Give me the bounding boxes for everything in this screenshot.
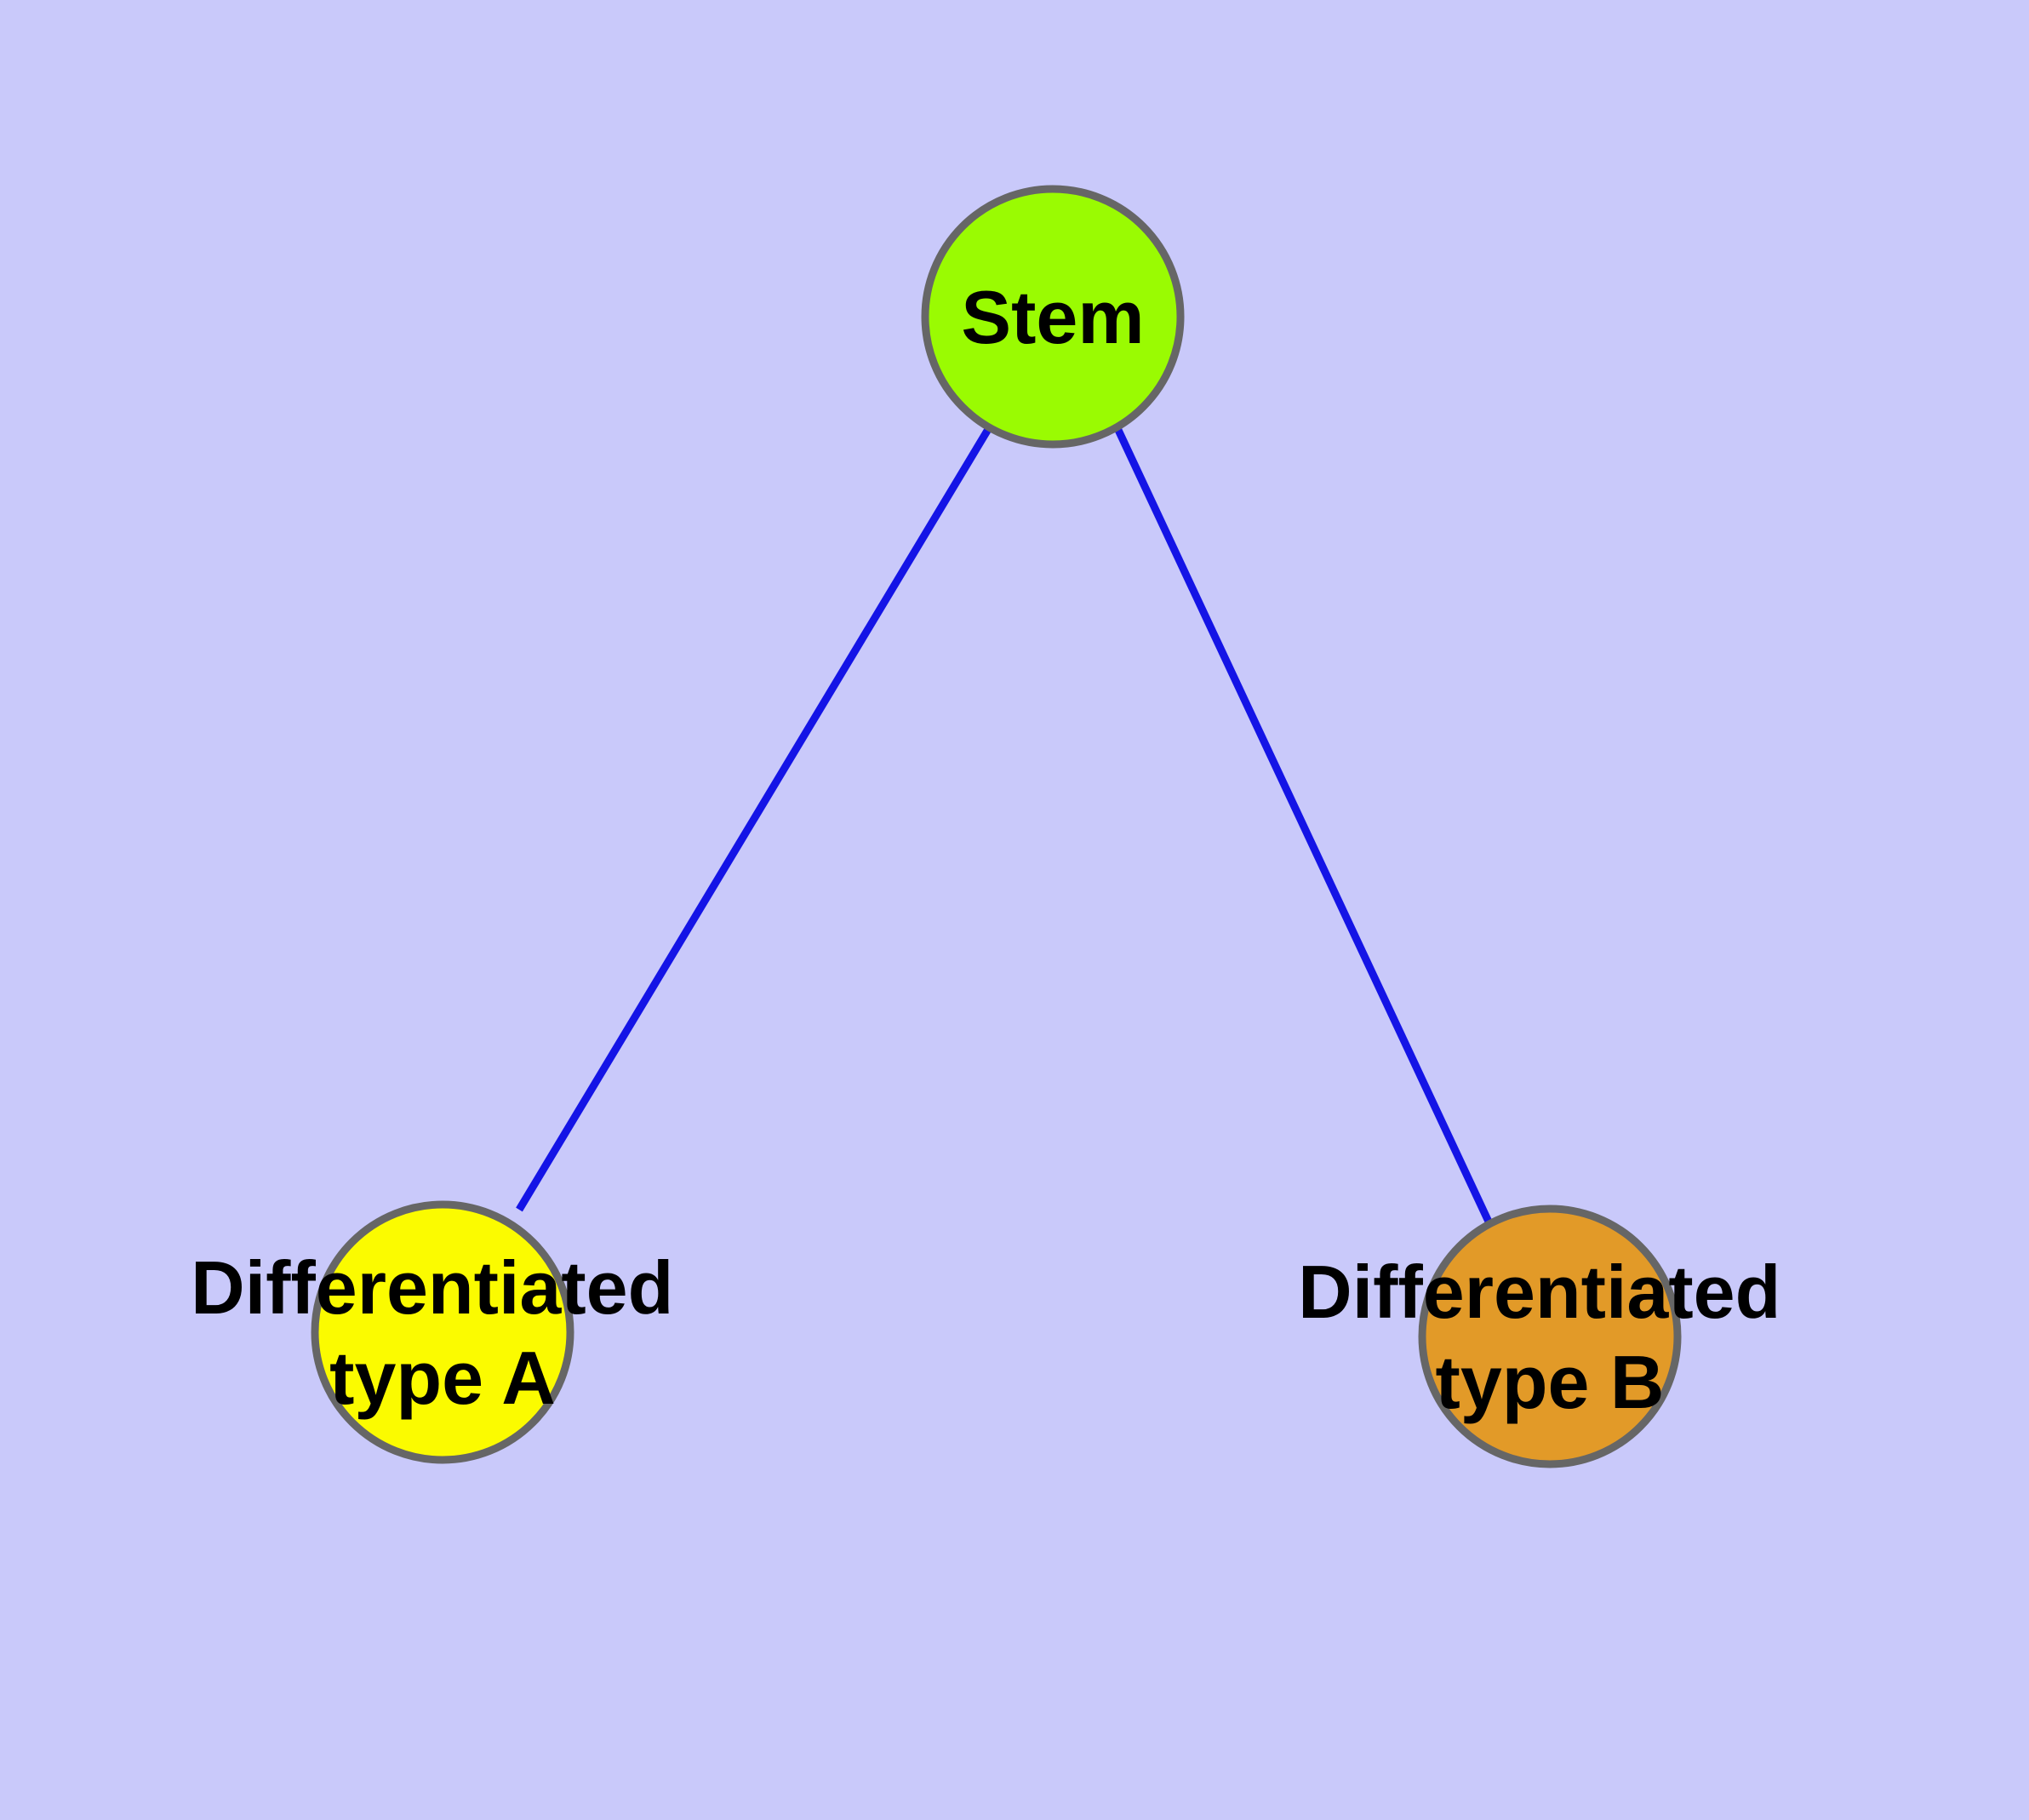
node-stem-label-line-1: Stem [961,275,1144,359]
node-stem-label: Stem [961,275,1144,359]
node-differentiated-type-a-label-line-1: Differentiated [191,1245,673,1330]
node-circle-layer [311,185,1682,1468]
node-differentiated-type-b-label-line-1: Differentiated [1298,1250,1780,1334]
edge-layer [516,424,1493,1223]
node-differentiated-type-a-label-line-2: type A [329,1336,556,1420]
node-differentiated-type-b-label-line-2: type B [1436,1340,1665,1424]
node-differentiated-type-b-label: Differentiated type B [1298,1250,1802,1424]
edge-stem-to-differentiated-type-b[interactable] [1113,426,1493,1223]
edge-stem-to-differentiated-type-a[interactable] [516,424,993,1212]
node-differentiated-type-a-label: Differentiated type A [191,1245,694,1420]
node-differentiated-type-a-circle[interactable] [311,1200,574,1464]
node-label-layer: Stem Differentiated type A Differentiate… [191,275,1802,1424]
node-differentiated-type-b-circle[interactable] [1418,1205,1682,1468]
node-stem-circle[interactable] [921,185,1185,449]
